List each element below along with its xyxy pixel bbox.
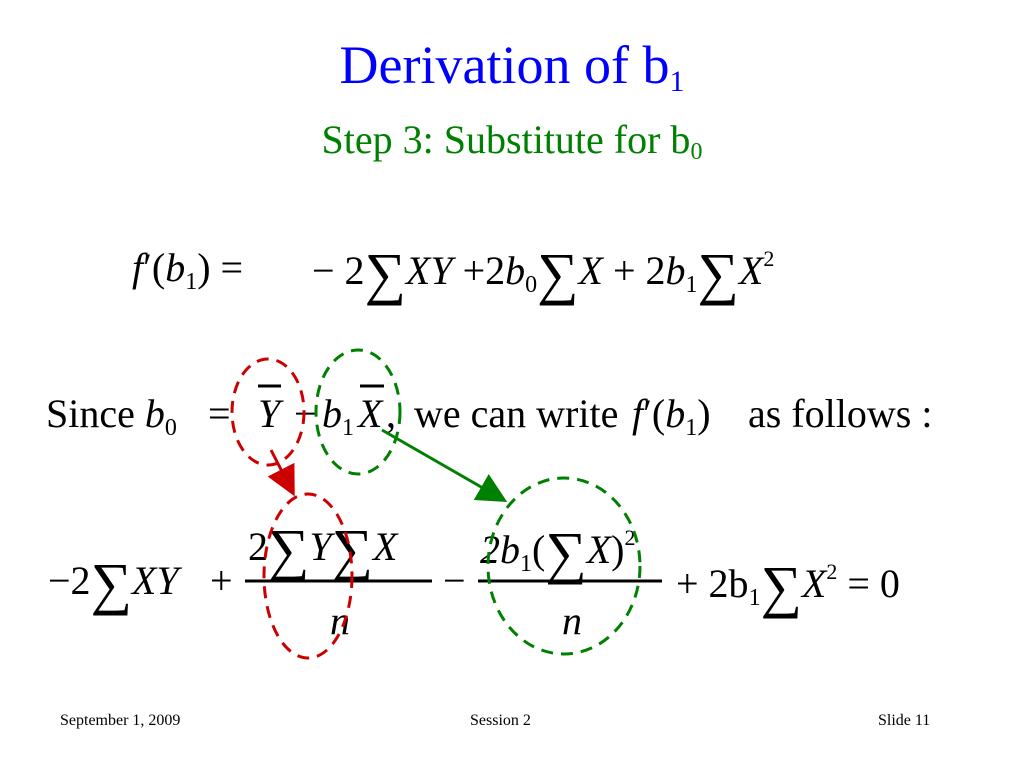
since-equals: = xyxy=(208,391,231,436)
since-text: we can write xyxy=(414,391,619,436)
since-f: f xyxy=(632,391,644,436)
eq1-b0-sub: 0 xyxy=(525,272,538,298)
fraction-2-denominator: n xyxy=(562,598,582,643)
eq1-plus2: +2 xyxy=(462,248,506,293)
eq1-f: f xyxy=(132,245,144,290)
subtitle-subscript: 0 xyxy=(690,139,703,165)
title-subscript: 1 xyxy=(669,65,685,98)
sigma-icon: ∑ xyxy=(90,551,132,616)
since-b0: b xyxy=(144,391,165,436)
eq1-b: b xyxy=(165,245,186,290)
frac2-sub: 1 xyxy=(520,551,532,577)
since-xbar: X xyxy=(358,391,383,436)
eq1-b1-sub: 1 xyxy=(685,272,698,298)
green-circle-b1-xbar xyxy=(314,348,402,476)
eq2-plus2b: + 2b xyxy=(676,561,749,606)
sigma-icon: ∑ xyxy=(364,241,406,306)
title-text: Derivation of b xyxy=(339,35,670,95)
since-ybar: Y xyxy=(258,391,281,436)
eq2-equals0: = 0 xyxy=(847,561,900,606)
frac1-2: 2 xyxy=(248,524,268,569)
frac2-x: X xyxy=(586,527,612,572)
since-comma: , xyxy=(386,391,396,436)
subtitle-text: Step 3: Substitute for b xyxy=(321,117,691,162)
frac2-sup: 2 xyxy=(624,525,636,550)
eq1-close: ) xyxy=(197,245,211,290)
frac2-close: ) xyxy=(611,527,625,572)
eq2-b-sub: 1 xyxy=(748,585,761,611)
eq1-x: X xyxy=(578,248,603,293)
eq2-x-sup: 2 xyxy=(826,559,838,584)
eq1-minus2: − 2 xyxy=(312,248,365,293)
eq1-open: ( xyxy=(151,245,166,290)
eq1-prime: ′ xyxy=(143,245,152,290)
equation-1-lhs: f′(b1) = xyxy=(132,245,244,295)
since-close: ) xyxy=(697,391,711,436)
since-f-term: f′(b1) xyxy=(632,391,711,441)
since-open: ( xyxy=(651,391,666,436)
sigma-icon: ∑ xyxy=(760,554,802,619)
sigma-icon: ∑ xyxy=(331,517,373,582)
red-circle-fraction-1 xyxy=(262,492,354,660)
fraction-1-numerator: 2∑Y∑X xyxy=(248,521,398,579)
frac1-x: X xyxy=(372,524,398,569)
eq2-x: X xyxy=(801,561,827,606)
sigma-icon: ∑ xyxy=(537,241,579,306)
red-circle-ybar xyxy=(230,357,306,467)
eq1-x2-sup: 2 xyxy=(763,246,775,271)
since-tail: as follows : xyxy=(748,391,933,436)
green-circle-fraction-2 xyxy=(486,476,642,656)
green-arrow xyxy=(381,428,508,502)
eq1-xy: XY xyxy=(405,248,453,293)
since-word: Since xyxy=(46,391,135,436)
since-b1-term: b1 xyxy=(322,391,354,441)
since-b-sub: 1 xyxy=(685,415,698,441)
eq2-lead-term: −2∑XY xyxy=(48,555,179,613)
frac1-y: Y xyxy=(309,524,332,569)
eq1-x2: X xyxy=(738,248,764,293)
sigma-icon: ∑ xyxy=(545,520,587,585)
eq2-lead: −2 xyxy=(48,558,91,603)
since-b1: b xyxy=(322,391,342,436)
eq1-b1: b xyxy=(665,248,686,293)
fraction-1-denominator: n xyxy=(330,598,350,643)
sigma-icon: ∑ xyxy=(697,241,739,306)
frac2-open: ( xyxy=(532,527,546,572)
equation-1-rhs: − 2∑XY +2b0∑X + 2b1∑X2 xyxy=(312,245,775,303)
eq1-b0: b xyxy=(505,248,526,293)
since-line-start: Since b0 xyxy=(46,391,177,441)
slide-subtitle: Step 3: Substitute for b0 xyxy=(0,117,1024,165)
eq2-tail: + 2b1∑X2 = 0 xyxy=(676,558,900,616)
footer-slide-number: Slide 11 xyxy=(878,712,931,729)
slide-title: Derivation of b1 xyxy=(0,38,1024,97)
since-b: b xyxy=(665,391,686,436)
eq1-equals: = xyxy=(220,245,244,290)
since-b0-sub: 0 xyxy=(164,415,177,441)
eq2-xy: XY xyxy=(131,558,179,603)
eq2-plus: + xyxy=(210,558,233,603)
since-b1-sub: 1 xyxy=(342,415,354,441)
footer-date: September 1, 2009 xyxy=(60,712,181,729)
eq1-b-sub: 1 xyxy=(185,269,198,295)
sigma-icon: ∑ xyxy=(268,517,310,582)
since-prime: ′ xyxy=(643,391,652,436)
red-arrow xyxy=(267,449,295,497)
footer-session: Session 2 xyxy=(470,712,531,729)
eq1-plus2b1: + 2 xyxy=(612,248,666,293)
eq2-minus: − xyxy=(443,558,466,603)
